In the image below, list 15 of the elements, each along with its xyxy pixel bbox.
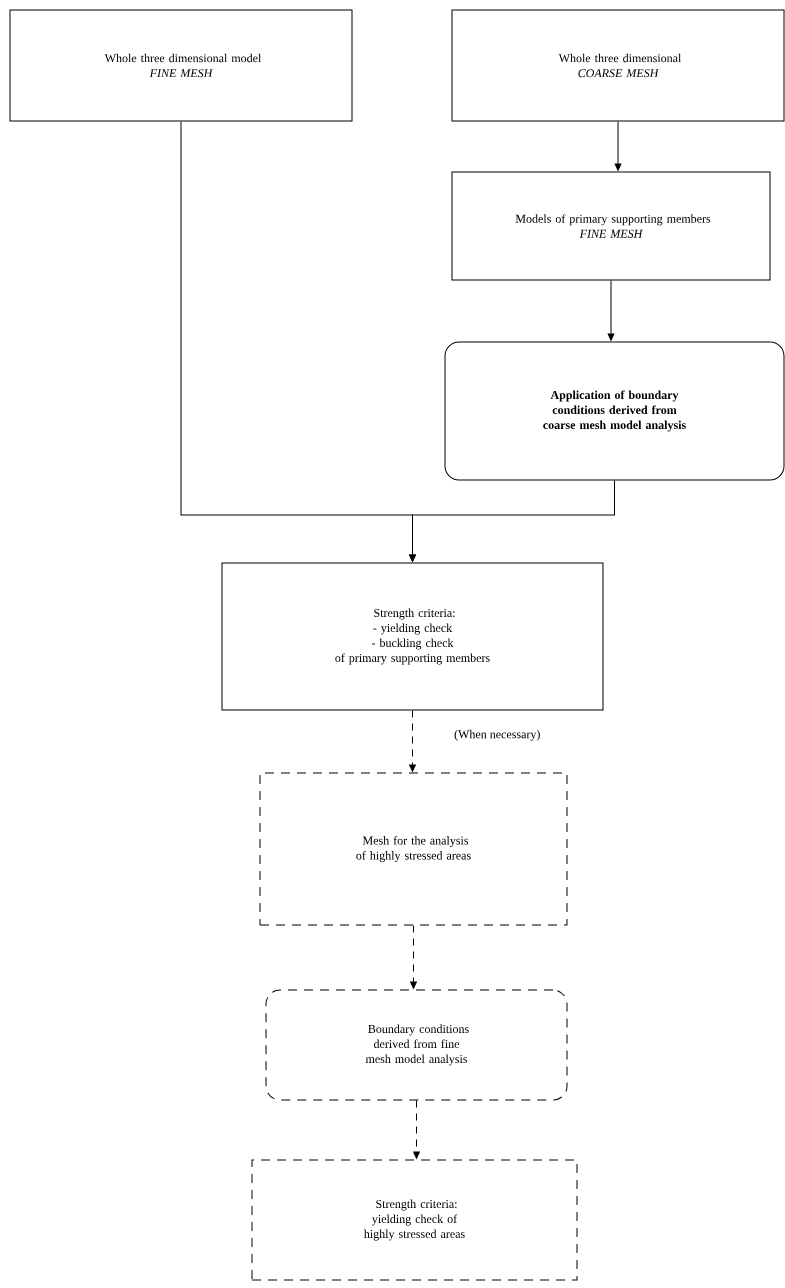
arrow <box>614 121 622 171</box>
edge-label: (When necessary) <box>453 728 542 742</box>
arrow <box>410 925 417 989</box>
process-box: Whole three dimensional model FINE MESH <box>9 9 353 122</box>
process-box: Models of primary supporting members FINE MESH <box>451 171 771 281</box>
arrow <box>413 1100 420 1159</box>
process-box: Strength criteria: yielding check of highly stressed areas <box>251 1159 578 1281</box>
arrow <box>607 280 615 341</box>
rounded-box: Boundary conditions derived from fine mesh model analysis <box>265 989 568 1101</box>
process-box: Strength criteria: - yielding check - buckling check of primary supporting members <box>221 562 604 711</box>
rounded-box: Application of boundary conditions derived from coarse mesh model analysis <box>444 341 785 481</box>
process-box: Whole three dimensional COARSE MESH <box>451 9 785 122</box>
arrow <box>409 710 416 772</box>
process-box: Mesh for the analysis of highly stressed areas <box>259 772 568 926</box>
arrow <box>409 480 615 562</box>
